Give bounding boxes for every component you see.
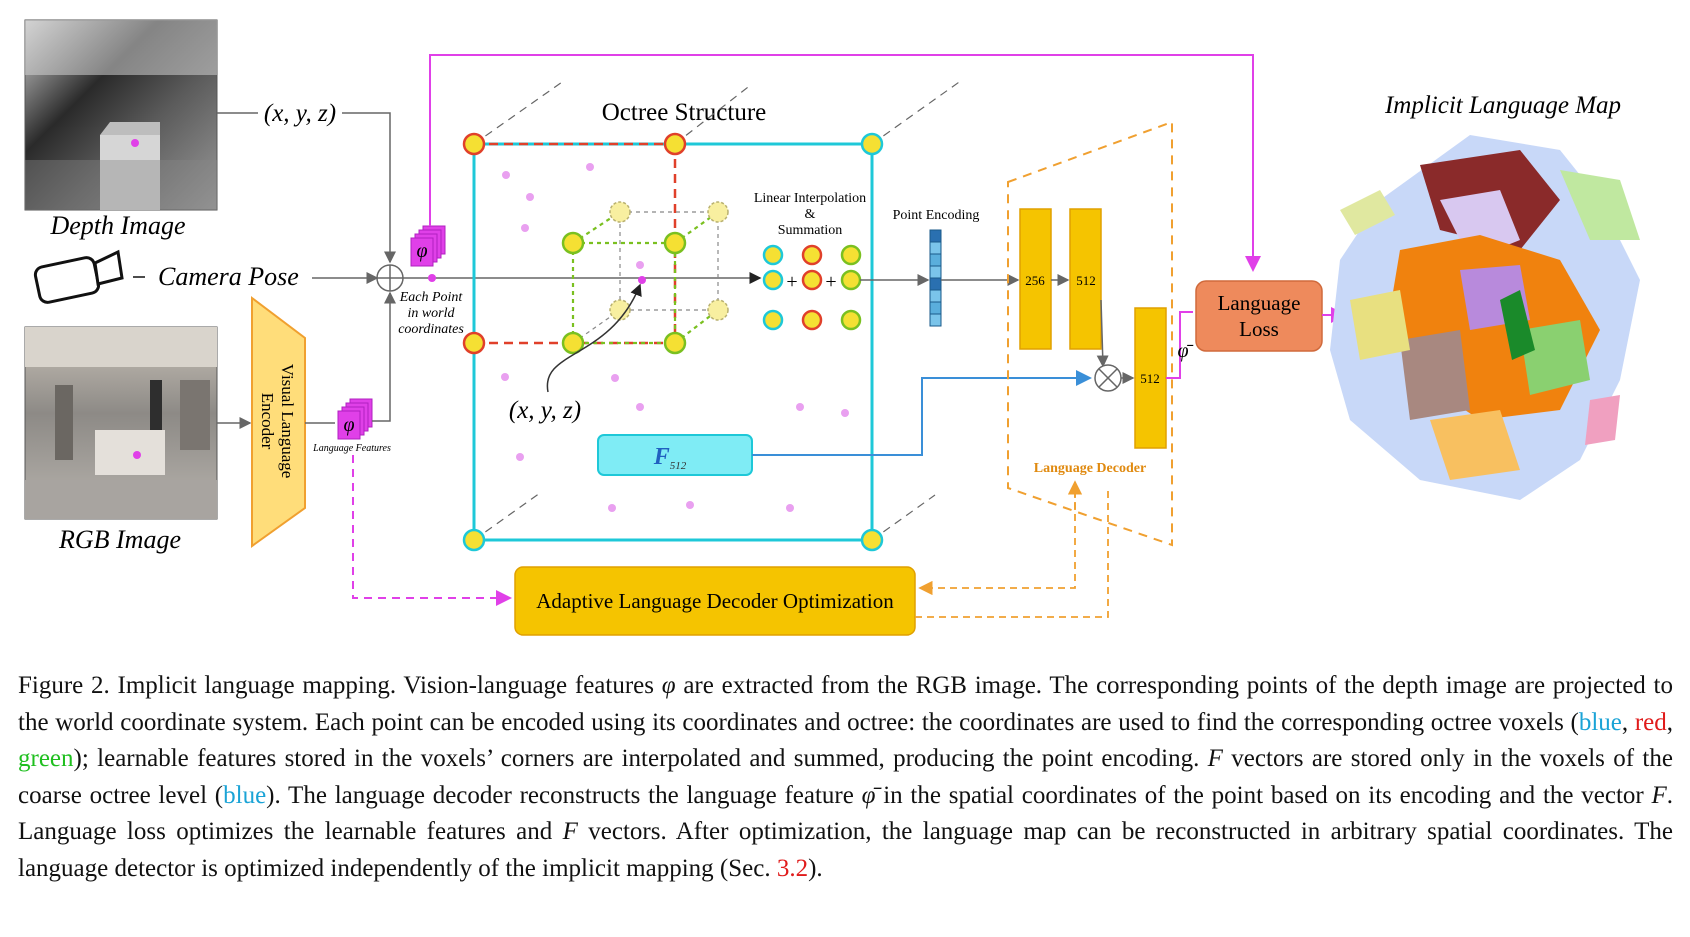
language-features-label: Language Features bbox=[312, 443, 391, 454]
interp-line2: & bbox=[805, 207, 816, 222]
layer2-to-multiply bbox=[1096, 299, 1109, 368]
phi-symbol-bottom: φ bbox=[343, 414, 354, 436]
features-to-sum-line bbox=[372, 291, 396, 422]
caption-text: vectors. After optimization, the languag… bbox=[18, 818, 1673, 882]
caption-blue-word: blue bbox=[223, 781, 267, 809]
caption-text: ); learnable features stored in the voxe… bbox=[73, 745, 1208, 772]
language-decoder-frame bbox=[1007, 120, 1173, 547]
caption-text: in the spatial coordinates of the point … bbox=[875, 781, 1652, 809]
interp-line3: Summation bbox=[778, 223, 843, 238]
caption-text: vectors are stored only in the voxels of… bbox=[18, 745, 1673, 809]
xyz-label-octree: (x, y, z) bbox=[509, 397, 581, 424]
caption-text: , bbox=[1621, 708, 1635, 736]
caption-f: F bbox=[1651, 781, 1667, 809]
decoder-layer-512b bbox=[1134, 307, 1167, 449]
camera-pose-label: Camera Pose bbox=[158, 262, 299, 291]
layer1-size: 256 bbox=[1025, 273, 1045, 288]
octree-perspective-lines bbox=[473, 79, 963, 541]
phi-bar-label: φ̄ bbox=[1177, 340, 1193, 362]
adaptive-optimization-box bbox=[514, 566, 916, 636]
language-loss-line2: Loss bbox=[1239, 317, 1279, 341]
caption-phi: φ bbox=[661, 672, 676, 699]
magenta-path-bottom bbox=[352, 455, 512, 606]
point-marker bbox=[428, 274, 436, 282]
method-diagram: Depth Image (x, y, z) Camera Pose RGB Im… bbox=[24, 19, 1640, 636]
caption-red-word: red bbox=[1634, 708, 1667, 736]
caption-green-word: green bbox=[18, 745, 74, 772]
caption-blue-word: blue bbox=[1578, 708, 1622, 736]
f-symbol: F512 bbox=[653, 444, 687, 472]
camera-icon bbox=[33, 249, 124, 304]
language-features-stack-top bbox=[410, 225, 446, 267]
decoder-layer-256 bbox=[1019, 208, 1052, 350]
decoder-to-adaptive-line bbox=[918, 490, 1076, 596]
caption-text: ). The language decoder reconstructs the… bbox=[266, 781, 862, 809]
caption-text: are extracted from the RGB image. The co… bbox=[18, 672, 1673, 736]
interp-line1: Linear Interpolation bbox=[754, 191, 866, 206]
point-encoding-vector bbox=[929, 229, 942, 327]
caption-f: F bbox=[1207, 745, 1223, 772]
layer2-size: 512 bbox=[1076, 273, 1096, 288]
each-point-line3: coordinates bbox=[398, 322, 464, 337]
depth-image bbox=[24, 19, 218, 211]
caption-text: , bbox=[1666, 708, 1674, 736]
f-to-multiply-line bbox=[752, 370, 1092, 456]
xyz-pointer bbox=[546, 283, 642, 393]
depth-image-label: Depth Image bbox=[49, 211, 185, 240]
each-point-line1: Each Point bbox=[399, 290, 464, 305]
phi-symbol-top: φ bbox=[416, 240, 427, 262]
rgb-image-label: RGB Image bbox=[58, 525, 181, 554]
xyz-to-sum-line bbox=[342, 112, 396, 264]
map-title: Implicit Language Map bbox=[1384, 92, 1621, 119]
section-reference-link[interactable]: 3.2 bbox=[776, 854, 809, 882]
plus-sign-2: + bbox=[825, 271, 836, 293]
each-point-line2: in world bbox=[407, 306, 455, 321]
language-loss-line1: Language bbox=[1218, 291, 1301, 315]
caption-f: F bbox=[562, 818, 578, 845]
language-decoder-label: Language Decoder bbox=[1034, 461, 1146, 476]
encoder-label-line2: Encoder bbox=[258, 393, 277, 450]
layer3-size: 512 bbox=[1140, 371, 1160, 386]
adaptive-to-decoder-line bbox=[915, 490, 1109, 618]
multiply-node-icon bbox=[1094, 364, 1122, 392]
sum-node-icon bbox=[376, 264, 404, 292]
query-point bbox=[638, 276, 646, 284]
interpolation-nodes bbox=[762, 244, 862, 331]
decoder-layer-512a bbox=[1069, 208, 1102, 350]
xyz-label-top: (x, y, z) bbox=[264, 100, 336, 127]
adaptive-label: Adaptive Language Decoder Optimization bbox=[536, 589, 894, 613]
figure-caption: Figure 2. Implicit language mapping. Vis… bbox=[18, 668, 1673, 887]
octree-corner-nodes bbox=[462, 132, 884, 552]
magenta-path-top bbox=[429, 54, 1261, 272]
octree-title: Octree Structure bbox=[602, 99, 767, 126]
decoder-to-loss-line bbox=[1166, 311, 1193, 379]
plus-sign-1: + bbox=[786, 271, 797, 293]
caption-text: . Language loss optimizes the learnable … bbox=[18, 781, 1674, 846]
point-encoding-label: Point Encoding bbox=[893, 208, 980, 223]
implicit-language-map bbox=[1330, 135, 1640, 500]
caption-phibar: φ̄ bbox=[861, 781, 876, 809]
language-features-stack bbox=[337, 398, 373, 440]
octree-sample-points bbox=[501, 163, 849, 512]
caption-text: Figure 2. Implicit language mapping. Vis… bbox=[18, 672, 662, 699]
rgb-image bbox=[24, 326, 218, 520]
encoder-label-line1: Visual Language bbox=[278, 364, 297, 479]
caption-text: ). bbox=[808, 854, 823, 882]
visual-language-encoder bbox=[251, 295, 306, 548]
